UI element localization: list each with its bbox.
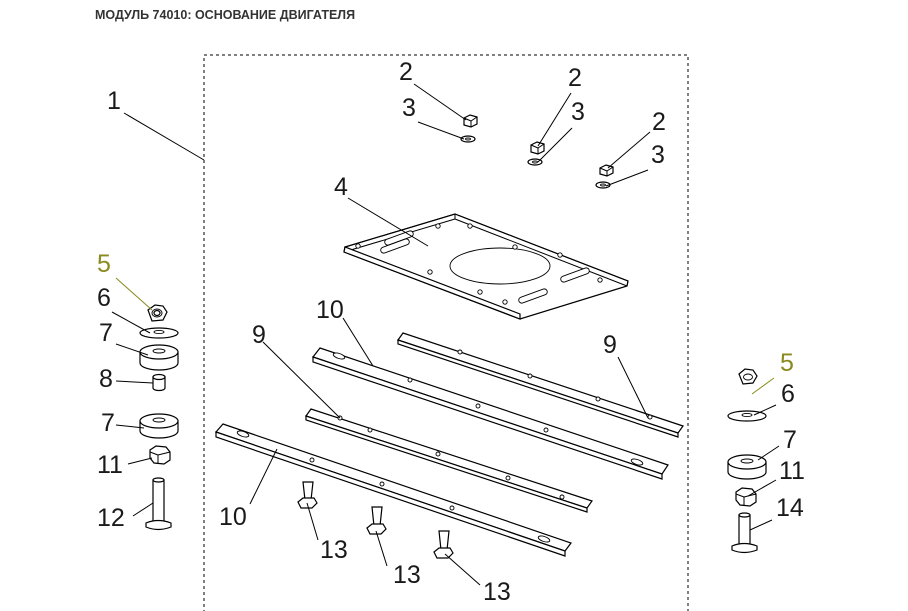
callout-5-right: 5 [780, 349, 794, 377]
part-bushing-7-left-bottom [139, 413, 179, 439]
part-nut-5-right [738, 368, 758, 385]
part-washer-6-left [139, 327, 179, 339]
callout-13-c: 13 [483, 578, 511, 606]
callout-8: 8 [99, 365, 113, 393]
callout-13-b: 13 [393, 561, 421, 589]
callout-10-lower: 10 [219, 503, 247, 531]
callout-3-c: 3 [651, 141, 665, 169]
callout-11-left: 11 [97, 451, 123, 479]
callout-2-b: 2 [568, 64, 582, 92]
part-nut-5-left [147, 304, 168, 322]
part-washer-3-a [460, 135, 476, 143]
part-bolt-14 [731, 512, 758, 554]
part-nut-2-b [530, 141, 545, 155]
part-nut-2-a [463, 114, 478, 128]
callout-3-b: 3 [571, 98, 585, 126]
callout-2-c: 2 [652, 108, 666, 136]
callout-5-left: 5 [97, 250, 111, 278]
callout-7-left-top: 7 [99, 319, 113, 347]
callout-9-left: 9 [252, 321, 266, 349]
part-sleeve-8 [152, 373, 166, 392]
callout-10-upper: 10 [316, 296, 344, 324]
callout-2-a: 2 [399, 58, 413, 86]
part-bushing-7-right [727, 454, 767, 480]
assembly-boundary [203, 54, 689, 611]
part-rail-10-upper [312, 347, 669, 480]
part-nut-2-c [599, 164, 614, 177]
callout-12: 12 [97, 504, 125, 532]
callout-4: 4 [334, 173, 348, 201]
part-nut-11-left [149, 445, 171, 465]
callout-13-a: 13 [320, 536, 348, 564]
leader-lines [111, 83, 780, 586]
part-rail-10-lower [214, 423, 572, 557]
part-rail-9-right [397, 332, 684, 438]
part-rail-9-left [305, 408, 593, 513]
part-bolt-12 [145, 477, 172, 531]
part-bolt-13-c [433, 530, 454, 559]
callout-14: 14 [776, 494, 804, 522]
page-title: МОДУЛЬ 74010: ОСНОВАНИЕ ДВИГАТЕЛЯ [95, 8, 356, 22]
callout-3-a: 3 [402, 94, 416, 122]
callout-6-left: 6 [97, 284, 111, 312]
part-washer-3-c [595, 181, 611, 189]
callout-9-right: 9 [603, 331, 617, 359]
part-bushing-7-left-top [139, 344, 179, 371]
callout-11-right: 11 [779, 457, 805, 485]
callout-7-right: 7 [783, 426, 797, 454]
part-bolt-13-b [366, 506, 387, 535]
callout-7-left-bottom: 7 [101, 409, 115, 437]
part-washer-3-b [527, 158, 543, 166]
part-nut-11-right [735, 487, 757, 507]
callout-1: 1 [107, 87, 121, 115]
part-motor-base-plate [343, 213, 629, 320]
callout-6-right: 6 [781, 380, 795, 408]
